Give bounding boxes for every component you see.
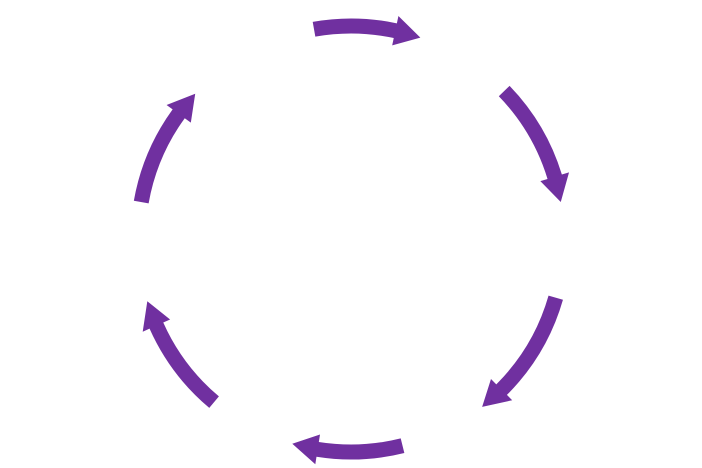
cycle-arrows — [133, 15, 570, 465]
curved-arrow-up-icon — [142, 301, 219, 408]
curved-arrow-down-icon — [498, 85, 570, 203]
curved-arrow-up-right-icon — [133, 93, 196, 204]
curved-arrow-left-icon — [292, 434, 405, 465]
curved-arrow-down-left-icon — [482, 295, 563, 407]
curved-arrow-right-icon — [312, 15, 421, 46]
